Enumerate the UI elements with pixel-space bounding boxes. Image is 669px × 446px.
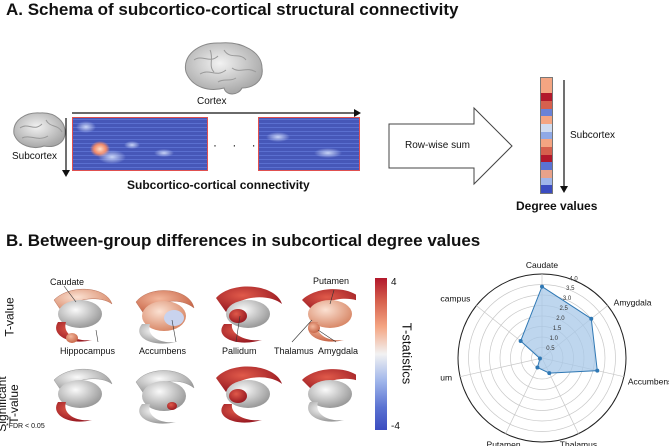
radar-axis-label: Hippocampus [440,294,470,304]
radar-tick-label: 3.5 [566,286,575,292]
label-hippocampus: Hippocampus [60,346,116,356]
degree-cell [541,147,552,155]
subcortex-label: Subcortex [12,151,58,162]
fdr-footnote: *FDR < 0.05 [6,423,45,430]
degree-cell [541,93,552,102]
radar-point [537,356,542,361]
degree-cell [541,154,552,163]
radar-point [595,368,600,373]
radar-point [589,316,594,321]
brain-r1c2 [135,290,195,344]
degree-vector [540,77,553,194]
cortex-label: Cortex [197,96,227,107]
radar-point [518,338,523,343]
label-putamen: Putamen [313,276,350,286]
brain-r2c4 [302,369,356,422]
degree-cell [541,131,552,140]
radar-tick-label: 1.5 [553,326,562,332]
radar-chart: 0.5 1.0 1.5 2.0 2.5 3.0 3.5 4.0 CaudateAmygdalaA… [440,262,669,446]
brain-r1c1 [53,288,113,343]
panel-a-title: A. Schema of subcortico-cortical structu… [6,0,459,19]
vector-subcortex-label: Subcortex [570,130,616,141]
radar-point [540,284,544,289]
row-wise-sum-arrow [388,106,513,186]
label-caudate: Caudate [50,277,85,287]
degree-cell [541,108,552,117]
radar-point [547,371,552,376]
label-pallidum: Pallidum [222,346,257,356]
radar-tick-label: 2.5 [560,306,569,312]
label-thalamus: Thalamus [274,346,314,356]
subcortex-arrow [62,118,70,177]
brain-r2c1 [53,368,113,422]
cortex-brain-icon [184,42,263,95]
degree-cell [541,124,552,132]
radar-axis-label: Accumbens [628,377,669,387]
matrix-caption: Subcortico-cortical connectivity [127,178,310,192]
subcortex-brain-icon [13,112,66,148]
colorbar-max: 4 [391,277,397,288]
row1-label: T-value [2,297,17,337]
cortex-arrow [72,109,361,117]
label-amygdala: Amygdala [318,346,359,356]
colorbar-title: T-statistics [399,322,415,385]
radar-tick-label: 2.0 [556,316,565,322]
label-accumbens: Accumbens [139,346,187,356]
radar-axis-label: Thalamus [560,440,597,446]
degree-cell [541,162,552,171]
degree-cell [541,177,552,186]
subcortical-renderings [53,286,356,424]
radar-tick-label: 3.0 [563,296,572,302]
radar-axis-label: Caudate [526,262,558,270]
colorbar-min: -4 [391,421,400,432]
degree-cell [541,78,552,86]
degree-cell [541,85,552,94]
degree-cell [541,116,552,125]
radar-tick-label: 4.0 [569,276,578,282]
vector-arrow [560,80,568,193]
degree-cell [541,185,552,194]
degree-cell [541,139,552,148]
brain-r2c3 [216,366,282,423]
row2-label-wrap: Significant T-value [0,368,40,431]
colorbar [375,278,387,430]
radar-series-area [520,285,598,374]
radar-point [535,365,540,370]
brain-r2c2 [135,370,195,424]
region-leader-lines [63,285,337,343]
radar-tick-label: 0.5 [546,346,555,352]
radar-tick-label: 1.0 [550,336,559,342]
radar-axis-label: Pallidum [440,373,452,383]
degree-cell [541,101,552,109]
radar-spoke [460,357,543,378]
connectivity-matrix-left [72,117,208,171]
degree-values-caption: Degree values [516,199,598,213]
row1-label-wrap: T-value [2,292,32,342]
panel-b-title: B. Between-group differences in subcorti… [6,231,481,250]
radar-axis-label: Amygdala [614,298,652,308]
ellipsis: · · · [213,138,262,152]
brain-r1c4 [302,289,356,342]
degree-cell [541,170,552,178]
radar-spoke [505,357,543,434]
row-wise-sum-label: Row-wise sum [405,140,471,151]
brain-r1c3 [216,286,282,343]
radar-axis-label: Putamen [487,440,521,446]
connectivity-matrix-right [258,117,360,171]
